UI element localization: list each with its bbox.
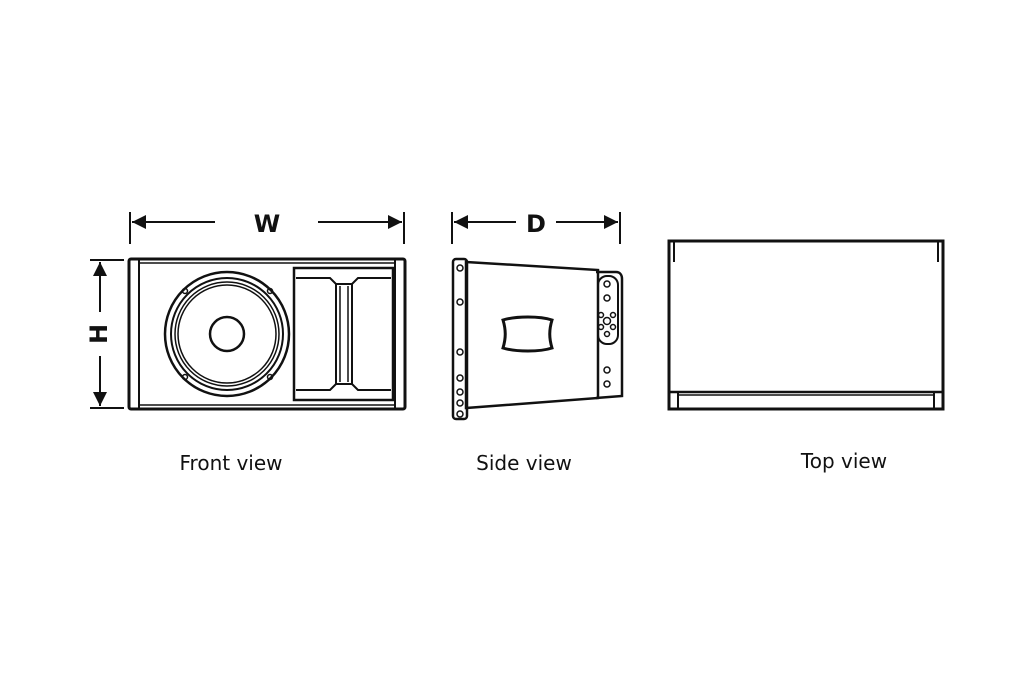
height-label: H bbox=[85, 324, 113, 344]
width-label: W bbox=[254, 210, 280, 238]
top-view-drawing bbox=[667, 239, 945, 411]
side-view-caption: Side view bbox=[476, 451, 572, 475]
depth-label: D bbox=[526, 210, 546, 238]
horn bbox=[292, 266, 395, 402]
front-view-drawing bbox=[127, 257, 407, 411]
woofer bbox=[163, 270, 291, 398]
width-dimension: W bbox=[129, 210, 405, 244]
depth-dimension: D bbox=[451, 210, 621, 244]
front-view-caption: Front view bbox=[180, 451, 283, 475]
height-dimension: H bbox=[85, 259, 124, 409]
side-view-drawing bbox=[451, 257, 624, 421]
handle-icon bbox=[501, 315, 554, 353]
top-view-caption: Top view bbox=[800, 449, 887, 473]
